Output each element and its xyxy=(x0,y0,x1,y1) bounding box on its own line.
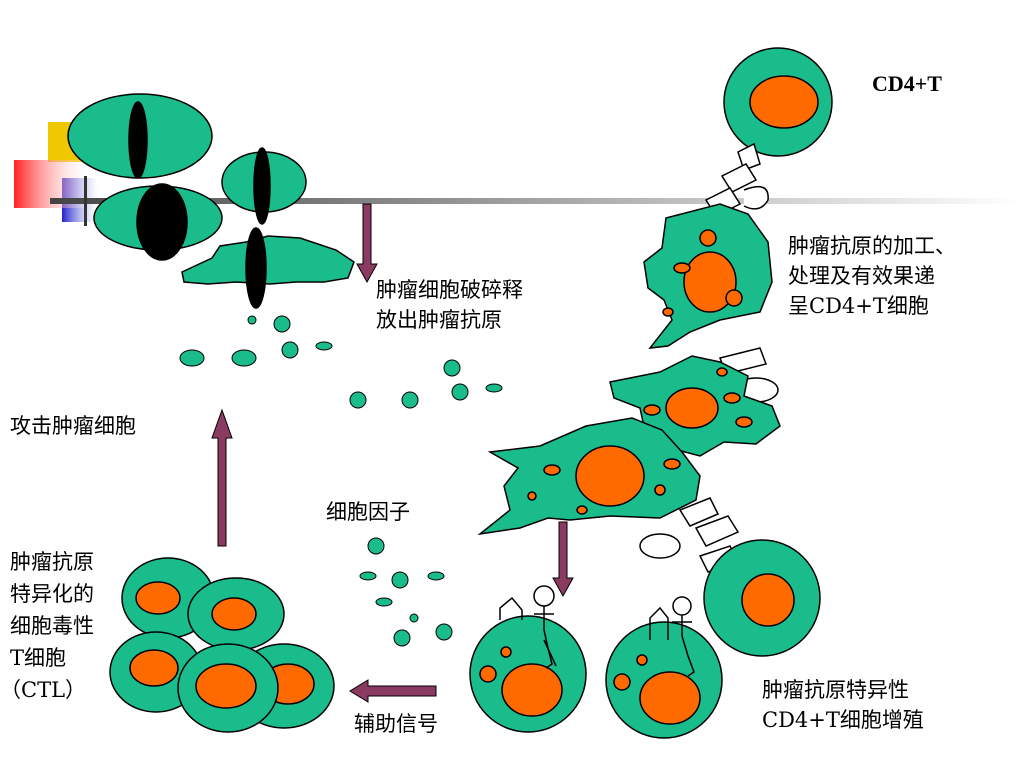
label-cd4-proliferation-2: CD4+T细胞增殖 xyxy=(762,708,924,732)
cd4-t-cell xyxy=(703,539,821,657)
label-antigen-processing-3: 呈CD4+T细胞 xyxy=(788,294,929,318)
ctl-cell xyxy=(187,577,285,651)
label-ctl-5: （CTL） xyxy=(0,678,87,702)
nucleus xyxy=(741,573,795,627)
arrow-down-proliferation xyxy=(552,521,574,598)
cd4-t-cell xyxy=(723,47,833,157)
tumor-nucleus xyxy=(136,183,188,261)
nucleus xyxy=(749,75,819,129)
label-cd4-t: CD4+T xyxy=(872,71,942,96)
arrow-up-attack xyxy=(211,408,233,547)
arrows xyxy=(211,203,574,703)
label-helper-signal: 辅助信号 xyxy=(354,712,438,736)
proliferating-cd4-cell xyxy=(605,596,723,739)
arrow-left-helper xyxy=(349,679,437,703)
antigen-presenting-cell xyxy=(643,203,773,349)
antigen-presenting-cell xyxy=(477,417,701,536)
antigen-particles xyxy=(179,315,503,409)
tumor-cells-group xyxy=(67,93,355,309)
label-ctl-2: 特异化的 xyxy=(10,582,94,606)
broken-tumor-cell xyxy=(181,235,355,285)
tumor-nucleus xyxy=(128,101,148,179)
ctl-cell xyxy=(177,643,279,733)
label-antigen-processing-1: 肿瘤抗原的加工、 xyxy=(788,234,956,258)
label-cytokines: 细胞因子 xyxy=(326,500,410,524)
cytokine-particles xyxy=(359,537,453,647)
label-tumor-antigen-release-2: 放出肿瘤抗原 xyxy=(376,308,502,332)
label-antigen-processing-2: 处理及有效果递 xyxy=(788,264,935,288)
tumor-nucleus xyxy=(245,227,267,309)
label-tumor-antigen-release-1: 肿瘤细胞破碎释 xyxy=(376,278,523,302)
label-ctl-1: 肿瘤抗原 xyxy=(10,550,94,574)
label-attack-tumor: 攻击肿瘤细胞 xyxy=(10,414,136,438)
tumor-nucleus xyxy=(253,147,271,225)
label-cd4-proliferation-1: 肿瘤抗原特异性 xyxy=(762,678,909,702)
label-ctl-4: T细胞 xyxy=(10,646,67,670)
ctl-cluster xyxy=(109,557,335,733)
label-ctl-3: 细胞毒性 xyxy=(10,614,94,638)
arrow-down-release xyxy=(356,203,378,284)
ctl-cell xyxy=(109,631,203,713)
proliferating-cd4-cell xyxy=(469,585,587,733)
